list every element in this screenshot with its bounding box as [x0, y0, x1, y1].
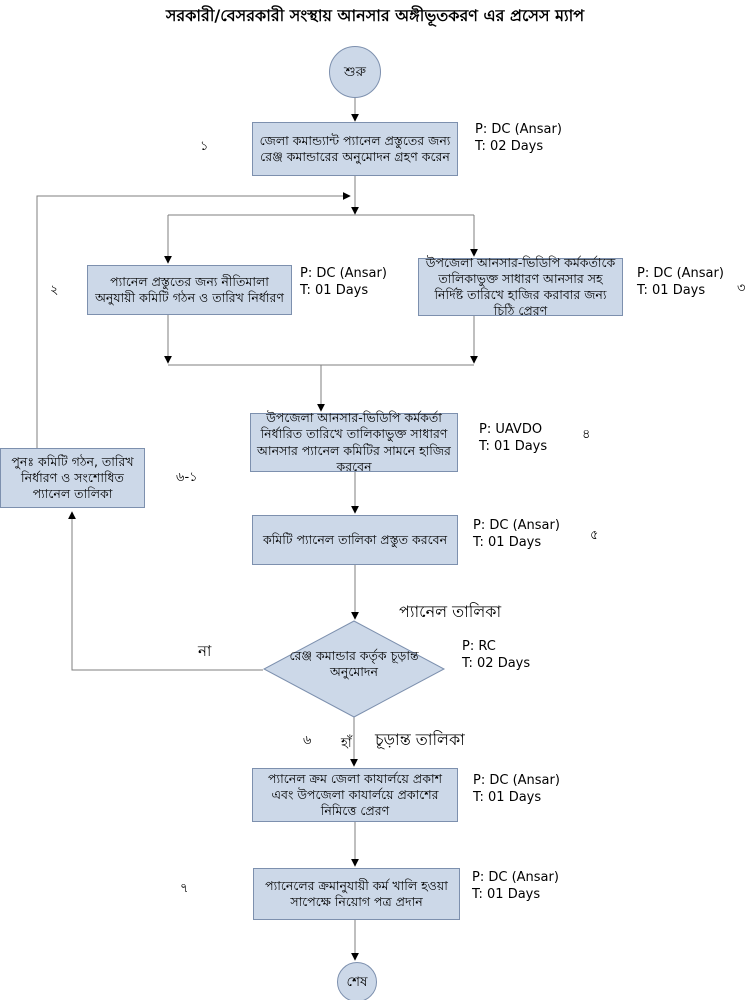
rework-step-text: পুনঃ কমিটি গঠন, তারিখ নির্ধারণ ও সংশোধিত… — [11, 453, 134, 502]
flow-step-2: প্যানেল প্রস্তুতের জন্য নীতিমালা অনুযায়… — [87, 265, 292, 315]
flow-step-7-text: প্যানেলের ক্রমানুযায়ী কর্ম খালি হওয়া স… — [265, 877, 448, 909]
step1-owner: P: DC (Ansar) — [475, 122, 562, 137]
flow-step-4-text: উপজেলা আনসার-ভিডিপি কর্মকর্তা নির্ধারিত … — [257, 410, 451, 474]
step6-owner-time: P: DC (Ansar) T: 01 Days — [473, 772, 560, 806]
no-branch-label: না — [198, 642, 212, 660]
connector-rework-return — [36, 192, 351, 448]
step4-owner: P: UAVDO — [479, 422, 543, 437]
step5-owner: P: DC (Ansar) — [473, 518, 560, 533]
step3-owner-time: P: DC (Ansar) T: 01 Days — [637, 265, 724, 299]
step4-owner-time: P: UAVDO T: 01 Days — [479, 421, 547, 455]
yes-branch-label: হাঁ — [341, 736, 352, 751]
step5-owner-time: P: DC (Ansar) T: 01 Days — [473, 517, 560, 551]
end-terminal: শেষ — [337, 962, 377, 1000]
step7-owner: P: DC (Ansar) — [472, 870, 559, 885]
flow-step-2-text: প্যানেল প্রস্তুতের জন্য নীতিমালা অনুযায়… — [95, 273, 284, 305]
decision-label: রেঞ্জ কমান্ডার কর্তৃক চূড়ান্ত অনুমোদন — [289, 648, 419, 680]
flow-step-5-text: কমিটি প্যানেল তালিকা প্রস্তুত করবেন — [262, 531, 448, 547]
step6-time: T: 01 Days — [473, 790, 542, 806]
step1-owner-time: P: DC (Ansar) T: 02 Days — [475, 121, 562, 155]
end-label: শেষ — [346, 973, 368, 990]
flow-step-1-text: জেলা কমান্ড্যান্ট প্যানেল প্রস্তুতের জন্… — [259, 132, 451, 164]
flow-step-1: জেলা কমান্ড্যান্ট প্যানেল প্রস্তুতের জন্… — [252, 122, 458, 176]
rework-number: ৬-১ — [176, 470, 198, 485]
decision-owner: P: RC — [462, 639, 496, 654]
decision-owner-time: P: RC T: 02 Days — [462, 638, 530, 672]
final-list-label: চূড়ান্ত তালিকা — [375, 730, 465, 749]
step5-number: ৫ — [590, 528, 599, 543]
flow-step-7: প্যানেলের ক্রমানুযায়ী কর্ম খালি হওয়া স… — [253, 868, 460, 920]
step3-time: T: 01 Days — [637, 283, 706, 299]
flow-step-6: প্যানেল ক্রম জেলা কাযার্লয়ে প্রকাশ এবং … — [252, 768, 458, 822]
panel-list-label: প্যানেল তালিকা — [399, 602, 502, 621]
start-label: শুরু — [344, 63, 366, 80]
step2-owner: P: DC (Ansar) — [300, 266, 387, 281]
flow-step-4: উপজেলা আনসার-ভিডিপি কর্মকর্তা নির্ধারিত … — [250, 410, 458, 474]
step6-number: ৬ — [303, 733, 312, 748]
step7-time: T: 01 Days — [472, 887, 541, 903]
step2-number: ২ — [50, 283, 59, 298]
step4-number: ৪ — [582, 427, 591, 442]
step2-time: T: 01 Days — [300, 283, 369, 299]
step6-owner: P: DC (Ansar) — [473, 773, 560, 788]
step7-owner-time: P: DC (Ansar) T: 01 Days — [472, 869, 559, 903]
flow-step-3: উপজেলা আনসার-ভিডিপি কর্মকর্তাকে তালিকাভু… — [418, 255, 623, 318]
step2-owner-time: P: DC (Ansar) T: 01 Days — [300, 265, 387, 299]
step1-time: T: 02 Days — [475, 139, 544, 155]
decision-diamond — [262, 620, 446, 718]
step3-owner: P: DC (Ansar) — [637, 266, 724, 281]
rework-step: পুনঃ কমিটি গঠন, তারিখ নির্ধারণ ও সংশোধিত… — [0, 448, 145, 508]
diagram-title: সরকারী/বেসরকারী সংস্থায় আনসার অঙ্গীভূতক… — [165, 6, 585, 25]
flow-step-5: কমিটি প্যানেল তালিকা প্রস্তুত করবেন — [252, 515, 458, 565]
decision-time: T: 02 Days — [462, 656, 531, 672]
flow-step-3-text: উপজেলা আনসার-ভিডিপি কর্মকর্তাকে তালিকাভু… — [425, 254, 616, 319]
step3-number: ৩ — [737, 281, 746, 296]
step7-number: ৭ — [180, 881, 189, 896]
step4-time: T: 01 Days — [479, 439, 548, 455]
start-terminal: শুরু — [329, 46, 381, 98]
connector-decision-no-to-rework — [68, 511, 263, 671]
flow-step-6-text: প্যানেল ক্রম জেলা কাযার্লয়ে প্রকাশ এবং … — [267, 770, 442, 819]
step5-time: T: 01 Days — [473, 535, 542, 551]
step1-number: ১ — [200, 139, 209, 154]
